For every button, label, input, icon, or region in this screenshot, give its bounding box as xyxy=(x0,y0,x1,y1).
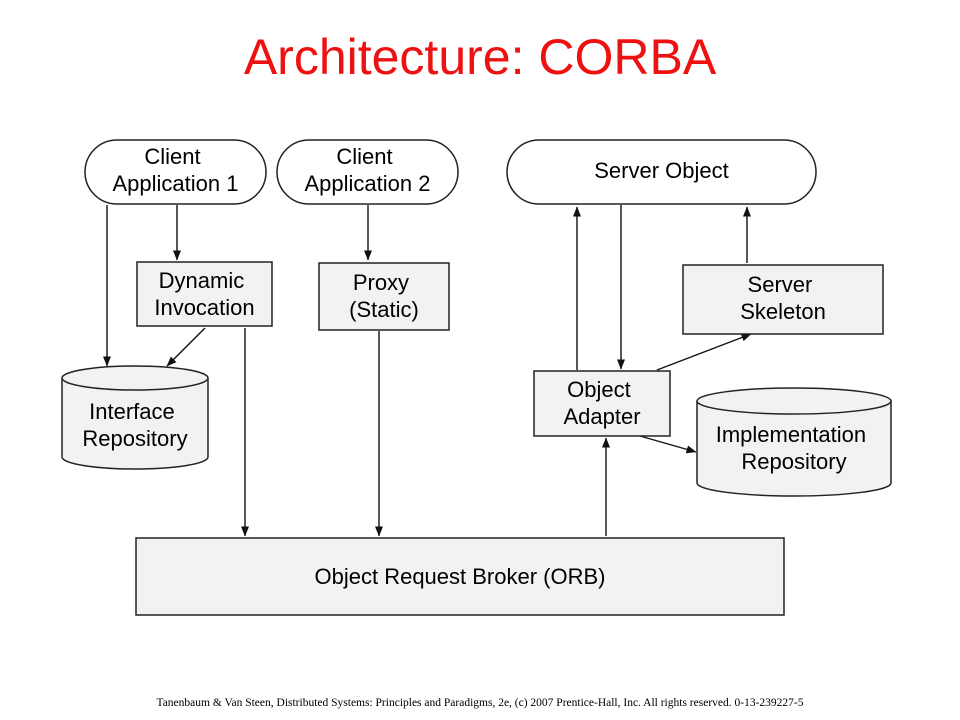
object-adapter-label-line2: Adapter xyxy=(563,404,640,429)
svg-text:Dynamic Invocation: Dynamic Invocation xyxy=(154,268,254,320)
svg-text:Interface Repository: Interface Repository xyxy=(82,399,187,451)
server-skeleton-label-line1: Server xyxy=(748,272,813,297)
object-adapter-node: Object Adapter xyxy=(533,370,671,437)
svg-text:Server Skeleton: Server Skeleton xyxy=(740,272,826,324)
client-application-1-node: Client Application 1 xyxy=(84,139,267,205)
dynamic-invocation-label-line2: Invocation xyxy=(154,295,254,320)
edge-adapter-to-implementation-repository xyxy=(639,435,697,454)
orb-label: Object Request Broker (ORB) xyxy=(315,564,606,589)
client-application-1-label-line1: Client xyxy=(144,144,200,169)
svg-text:Object Request Broker (ORB): Object Request Broker (ORB) xyxy=(315,564,606,589)
object-adapter-label-line1: Object xyxy=(567,377,631,402)
server-object-node: Server Object xyxy=(506,139,817,205)
implementation-repository-label-line2: Repository xyxy=(741,449,846,474)
client-application-1-label-line2: Application 1 xyxy=(113,171,239,196)
svg-text:Proxy (Static): Proxy (Static) xyxy=(349,270,419,322)
proxy-static-label-line2: (Static) xyxy=(349,297,419,322)
server-skeleton-label-line2: Skeleton xyxy=(740,299,826,324)
edge-adapter-to-skeleton xyxy=(656,333,752,371)
proxy-static-node: Proxy (Static) xyxy=(318,262,450,331)
client-application-2-node: Client Application 2 xyxy=(276,139,459,205)
client-application-2-label-line1: Client xyxy=(336,144,392,169)
server-object-label: Server Object xyxy=(594,158,729,183)
proxy-static-label-line1: Proxy xyxy=(353,270,409,295)
dynamic-invocation-label-line1: Dynamic xyxy=(159,268,245,293)
orb-node: Object Request Broker (ORB) xyxy=(135,537,785,616)
interface-repository-node: Interface Repository xyxy=(61,365,209,470)
implementation-repository-node: Implementation Repository xyxy=(696,387,892,497)
slide-title: Architecture: CORBA xyxy=(243,29,717,85)
interface-repository-label-line1: Interface xyxy=(89,399,175,424)
edge-dynamic-invocation-to-interface-repository xyxy=(166,327,206,367)
svg-text:Client Application 1: Client Application 1 xyxy=(113,144,239,196)
svg-text:Object Adapter: Object Adapter xyxy=(563,377,640,429)
svg-text:Implementation Repositor: Implementation Repository xyxy=(716,422,873,474)
svg-text:Server Object: Server Object xyxy=(594,158,729,183)
dynamic-invocation-node: Dynamic Invocation xyxy=(136,261,273,327)
copyright-footer: Tanenbaum & Van Steen, Distributed Syste… xyxy=(156,697,804,709)
implementation-repository-label-line1: Implementation xyxy=(716,422,866,447)
interface-repository-label-line2: Repository xyxy=(82,426,187,451)
client-application-2-label-line2: Application 2 xyxy=(305,171,431,196)
svg-text:Client Application 2: Client Application 2 xyxy=(305,144,431,196)
server-skeleton-node: Server Skeleton xyxy=(682,264,884,335)
